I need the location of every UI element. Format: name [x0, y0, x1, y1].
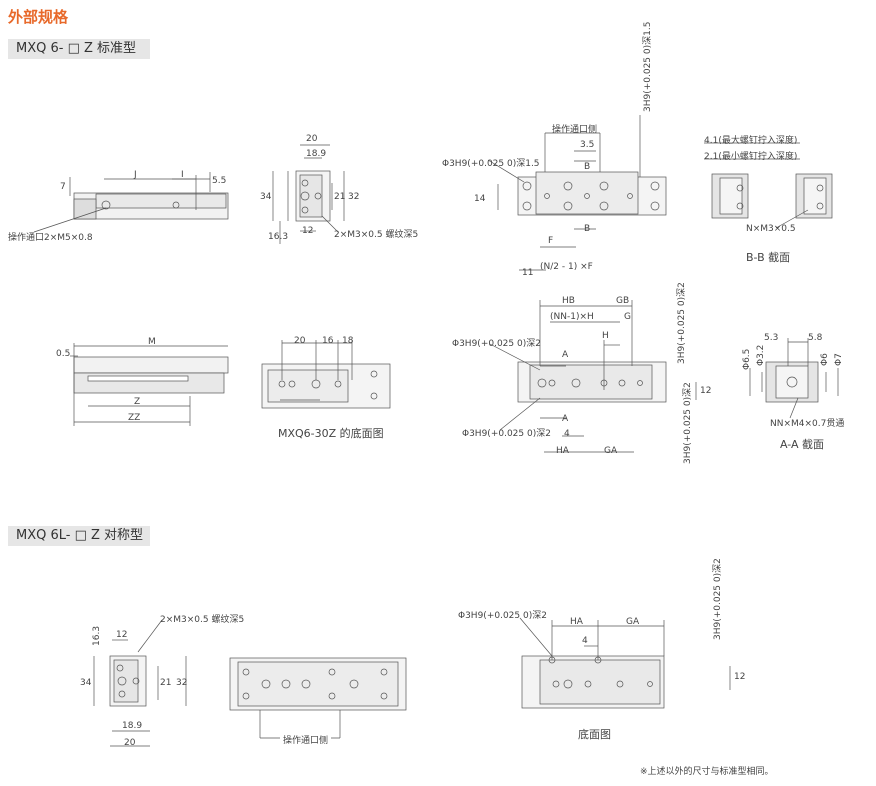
view4-section-drawing	[704, 142, 833, 229]
v5-dim-0.5: 0.5	[56, 349, 71, 359]
v11-dim-HA: HA	[570, 617, 583, 627]
v1-dim-J: J	[134, 170, 137, 180]
v3-dim-B-top: B	[584, 162, 591, 172]
view11-bottom-drawing	[519, 617, 731, 709]
v7-dim-GA: GA	[604, 446, 618, 456]
v5-dim-M: M	[148, 337, 156, 347]
v7-dim-A-bottom: A	[562, 414, 569, 424]
v9-dim-12: 12	[116, 630, 128, 640]
v7-dim-GB: GB	[616, 296, 630, 306]
view8-section-drawing	[749, 338, 839, 419]
v8-dim-phi6.5: Φ6.5	[742, 348, 752, 370]
v3-dim-14: 14	[474, 194, 486, 204]
v8-dim-phi3.2: Φ3.2	[756, 344, 766, 366]
view6-bottom-drawing	[261, 340, 391, 409]
view10-top-drawing	[229, 657, 407, 739]
v2-dim-34: 34	[260, 192, 272, 202]
v9-dim-34: 34	[80, 678, 92, 688]
view3-top-drawing	[487, 115, 667, 271]
v11-hole-label: Φ3H9(+0.025 0)深2	[458, 611, 547, 621]
section-title-standard: MXQ 6- □ Z 标准型	[8, 39, 150, 59]
v4-min-depth: 2.1(最小螺钉拧入深度)	[704, 152, 798, 162]
view7-bottom-drawing	[489, 300, 697, 453]
v9-dim-32: 32	[176, 678, 188, 688]
footnote: ※上述以外的尺寸与标准型相同。	[640, 767, 774, 777]
v7-dim-H: H	[602, 331, 609, 341]
v2-dim-16.3: 16.3	[268, 232, 289, 242]
v7-dim-HB: HB	[562, 296, 575, 306]
v3-formula: (N/2 - 1) ×F	[540, 262, 593, 272]
v5-dim-ZZ: ZZ	[128, 413, 141, 423]
v2-dim-32: 32	[348, 192, 360, 202]
v9-dim-21: 21	[160, 678, 172, 688]
v8-thread-label: NN×M4×0.7贯通	[770, 419, 845, 429]
view5-side-drawing	[70, 343, 229, 426]
v4-thread-label: N×M3×0.5	[746, 224, 796, 234]
v2-thread-label: 2×M3×0.5 螺纹深5	[334, 230, 419, 240]
v7-side-label-bottom: 3H9(+0.025 0)深2	[683, 382, 693, 464]
v7-dim-G: G	[624, 312, 631, 322]
v7-hole-label-bottom: Φ3H9(+0.025 0)深2	[462, 429, 551, 439]
view9-end-drawing	[93, 619, 187, 747]
v9-dim-20: 20	[124, 738, 136, 748]
v3-dim-F: F	[548, 236, 554, 246]
v1-dim-7: 7	[60, 182, 66, 192]
v7-dim-A-top: A	[562, 350, 569, 360]
v3-side-hole-label: 3H9(+0.025 0)深1.5	[643, 21, 653, 112]
v8-dim-5.3: 5.3	[764, 333, 779, 343]
v8-dim-phi7: Φ7	[834, 353, 844, 366]
v4-max-depth: 4.1(最大螺钉拧入深度)	[704, 136, 798, 146]
v11-caption: 底面图	[578, 728, 611, 741]
v7-dim-HA: HA	[556, 446, 569, 456]
v11-dim-12: 12	[734, 672, 746, 682]
v7-dim-12: 12	[700, 386, 712, 396]
view1-side-drawing	[33, 172, 229, 233]
v1-dim-5.5: 5.5	[212, 176, 227, 186]
v9-dim-18.9: 18.9	[122, 721, 143, 731]
v6-dim-20: 20	[294, 336, 306, 346]
v3-dim-11: 11	[522, 268, 534, 278]
v6-dim-18: 18	[342, 336, 354, 346]
v7-side-label-top: 3H9(+0.025 0)深2	[677, 282, 687, 364]
v11-dim-GA: GA	[626, 617, 640, 627]
v2-dim-12: 12	[302, 226, 314, 236]
v1-port-label: 操作通口2×M5×0.8	[8, 233, 93, 243]
v8-dim-5.8: 5.8	[808, 333, 823, 343]
v11-side-label: 3H9(+0.025 0)深2	[713, 558, 723, 640]
page-title: 外部规格	[8, 8, 69, 26]
v11-dim-4: 4	[582, 636, 588, 646]
v1-dim-I: I	[181, 170, 184, 180]
v4-caption: B-B 截面	[746, 251, 791, 264]
v9-dim-16.3: 16.3	[92, 625, 102, 646]
v3-port-side-label: 操作通口侧	[552, 125, 598, 135]
v7-dim-4: 4	[564, 429, 570, 439]
v8-dim-phi6: Φ6	[820, 353, 830, 366]
v2-dim-18.9: 18.9	[306, 149, 327, 159]
v3-dim-3.5: 3.5	[580, 140, 595, 150]
v6-caption: MXQ6-30Z 的底面图	[278, 427, 384, 440]
v5-dim-Z: Z	[134, 397, 141, 407]
v3-dim-B-bottom: B	[584, 224, 591, 234]
v2-dim-20: 20	[306, 134, 318, 144]
section-title-symmetric: MXQ 6L- □ Z 对称型	[8, 526, 150, 546]
v10-port-side-label: 操作通口侧	[280, 733, 332, 746]
view2-end-drawing	[272, 144, 345, 244]
v9-thread-label: 2×M3×0.5 螺纹深5	[160, 615, 245, 625]
v8-caption: A-A 截面	[780, 438, 825, 451]
v7-dim-NN-H: (NN-1)×H	[550, 312, 594, 322]
v3-hole-label: Φ3H9(+0.025 0)深1.5	[442, 159, 540, 169]
v7-hole-label-top: Φ3H9(+0.025 0)深2	[452, 339, 541, 349]
v6-dim-16: 16	[322, 336, 334, 346]
v2-dim-21: 21	[334, 192, 346, 202]
